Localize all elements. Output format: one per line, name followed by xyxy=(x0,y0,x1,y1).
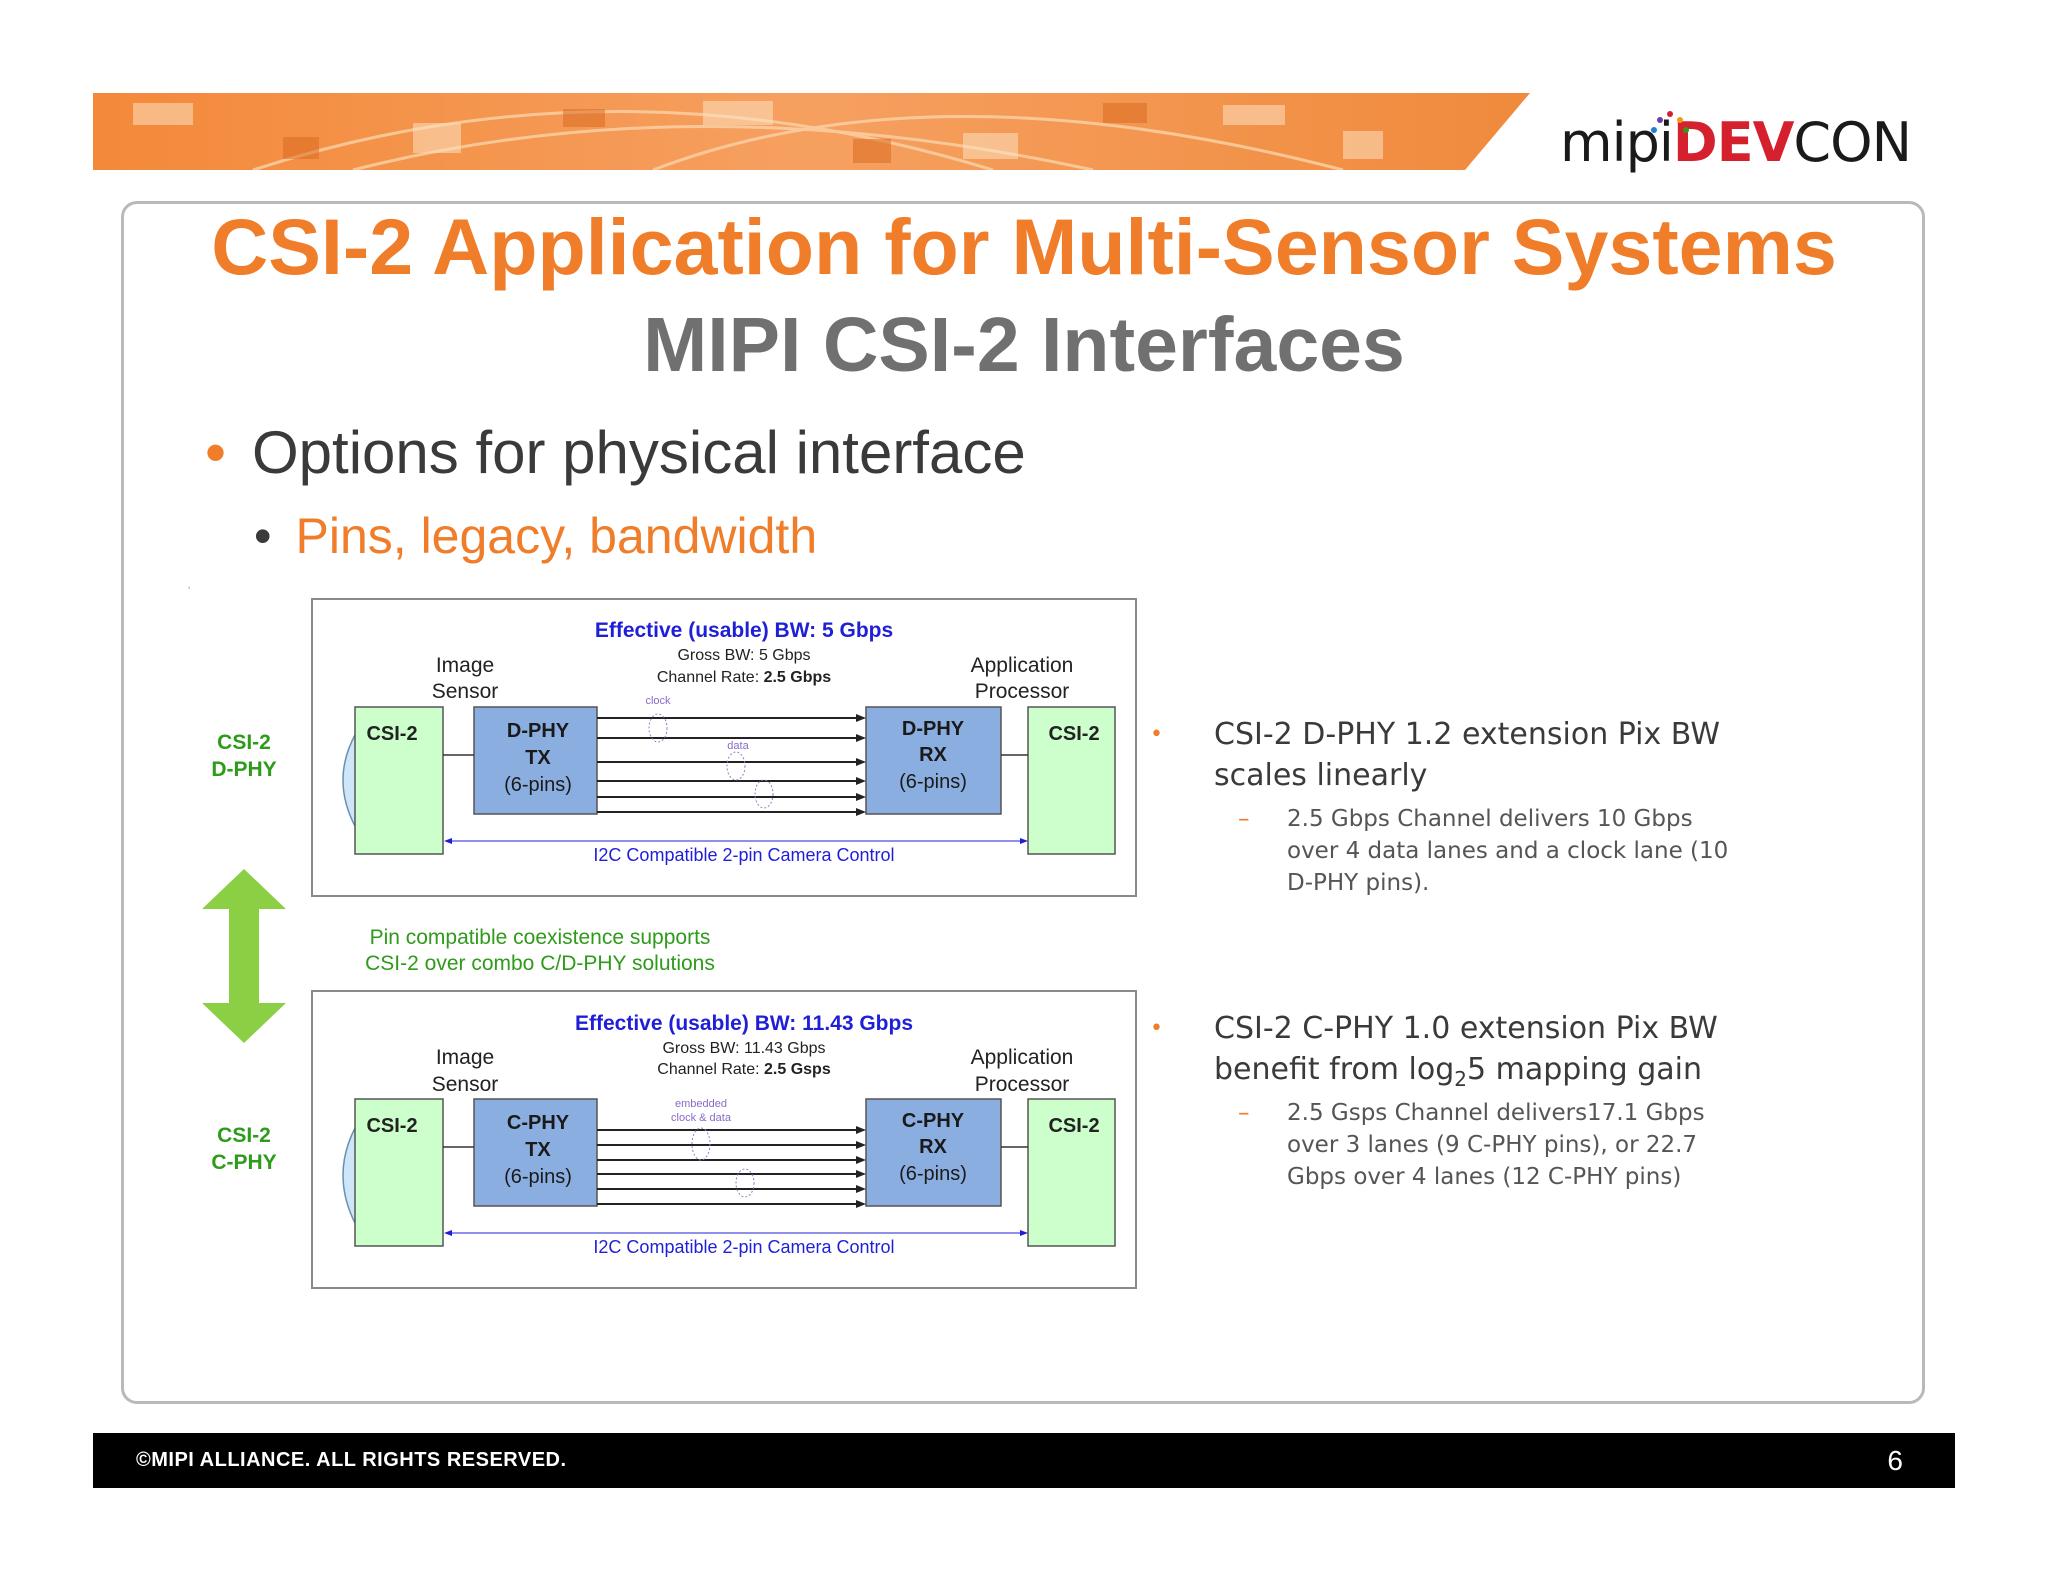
dphy-csi2-right-label: CSI-2 xyxy=(1048,723,1099,745)
cphy-side-label-2: C-PHY xyxy=(211,1151,276,1174)
dphy-csi2-right-box xyxy=(1027,706,1116,855)
copyright-text: ©MIPI ALLIANCE. ALL RIGHTS RESERVED. xyxy=(136,1449,567,1471)
svg-text:': ' xyxy=(188,584,190,598)
cphy-side-label-1: CSI-2 xyxy=(217,1124,271,1147)
coexistence-text-2: CSI-2 over combo C/D-PHY solutions xyxy=(365,952,715,975)
cphy-wire-label-1: embedded xyxy=(675,1098,727,1110)
dphy-rx-label-3: (6-pins) xyxy=(899,771,967,793)
cphy-rx-label-2: RX xyxy=(919,1136,947,1158)
dphy-tx-label-3: (6-pins) xyxy=(504,774,572,796)
dphy-tx-box xyxy=(473,706,598,815)
coexistence-text-1: Pin compatible coexistence supports xyxy=(370,926,711,949)
cphy-csi2-right-box xyxy=(1027,1098,1116,1247)
cphy-csi2-right-label: CSI-2 xyxy=(1048,1115,1099,1137)
cphy-csi2-left-box xyxy=(354,1098,444,1247)
dphy-processor-label-1: Application xyxy=(971,654,1074,677)
slide-title: CSI-2 Application for Multi-Sensor Syste… xyxy=(211,202,1837,291)
cphy-control-label: I2C Compatible 2-pin Camera Control xyxy=(593,1237,894,1257)
cphy-tx-label-3: (6-pins) xyxy=(504,1166,572,1188)
dphy-side-label-1: CSI-2 xyxy=(217,731,271,754)
dphy-tx-label-2: TX xyxy=(525,747,551,769)
dphy-processor-label-2: Processor xyxy=(975,680,1070,703)
coexistence-double-arrow-icon xyxy=(202,869,286,1043)
cphy-csi2-left-label: CSI-2 xyxy=(366,1115,417,1137)
dphy-tx-label-1: D-PHY xyxy=(507,720,570,742)
dphy-gross-bw: Gross BW: 5 Gbps xyxy=(677,647,810,664)
cphy-tx-label-2: TX xyxy=(525,1139,551,1161)
dphy-rx-label-1: D-PHY xyxy=(902,718,965,740)
bullet-level2: •Pins, legacy, bandwidth xyxy=(254,508,818,564)
footer-bar: ©MIPI ALLIANCE. ALL RIGHTS RESERVED. 6 xyxy=(93,1433,1955,1488)
dphy-effective-bw: Effective (usable) BW: 5 Gbps xyxy=(595,619,893,642)
dphy-rx-box xyxy=(865,706,1002,815)
dphy-lane-arrows xyxy=(597,717,860,813)
banner-graphic xyxy=(93,93,1530,170)
mipi-devcon-logo: mipiDEVCON xyxy=(1560,98,1912,188)
dphy-sensor-label-2: Sensor xyxy=(432,680,499,703)
dphy-data-label: data xyxy=(727,740,749,752)
cphy-tx-label-1: C-PHY xyxy=(507,1112,570,1134)
cphy-tx-box xyxy=(473,1098,598,1207)
slide-subtitle: MIPI CSI-2 Interfaces xyxy=(643,302,1405,388)
dphy-side-label-2: D-PHY xyxy=(211,758,276,781)
dphy-sensor-label-1: Image xyxy=(436,654,494,677)
logo-dots-icon xyxy=(1651,111,1689,133)
cphy-sensor-label-2: Sensor xyxy=(432,1073,499,1096)
cphy-wire-label-2: clock & data xyxy=(671,1112,732,1124)
cphy-rx-box xyxy=(865,1098,1002,1207)
cphy-lane-arrows xyxy=(597,1129,860,1205)
dphy-channel-rate: Channel Rate: 2.5 Gbps xyxy=(657,669,831,686)
header-banner xyxy=(93,93,1530,170)
dphy-rx-label-2: RX xyxy=(919,744,947,766)
cphy-effective-bw: Effective (usable) BW: 11.43 Gbps xyxy=(575,1012,913,1035)
cphy-gross-bw: Gross BW: 11.43 Gbps xyxy=(662,1040,825,1057)
cphy-channel-rate: Channel Rate: 2.5 Gsps xyxy=(657,1061,831,1078)
dphy-panel: Effective (usable) BW: 5 Gbps Gross BW: … xyxy=(311,598,1137,897)
bullet-level1: •Options for physical interface xyxy=(205,419,1026,486)
cphy-rx-label-3: (6-pins) xyxy=(899,1163,967,1185)
content-frame xyxy=(121,201,1925,1404)
cphy-processor-label-1: Application xyxy=(971,1046,1074,1069)
dphy-csi2-left-box xyxy=(354,706,444,855)
dphy-csi2-left-label: CSI-2 xyxy=(366,723,417,745)
cphy-rx-label-1: C-PHY xyxy=(902,1110,965,1132)
cphy-panel: Effective (usable) BW: 11.43 Gbps Gross … xyxy=(311,990,1137,1289)
dphy-clock-label: clock xyxy=(645,695,671,707)
cphy-processor-label-2: Processor xyxy=(975,1073,1070,1096)
dphy-control-label: I2C Compatible 2-pin Camera Control xyxy=(593,845,894,865)
cphy-sensor-label-1: Image xyxy=(436,1046,494,1069)
page-number: 6 xyxy=(1887,1445,1903,1476)
